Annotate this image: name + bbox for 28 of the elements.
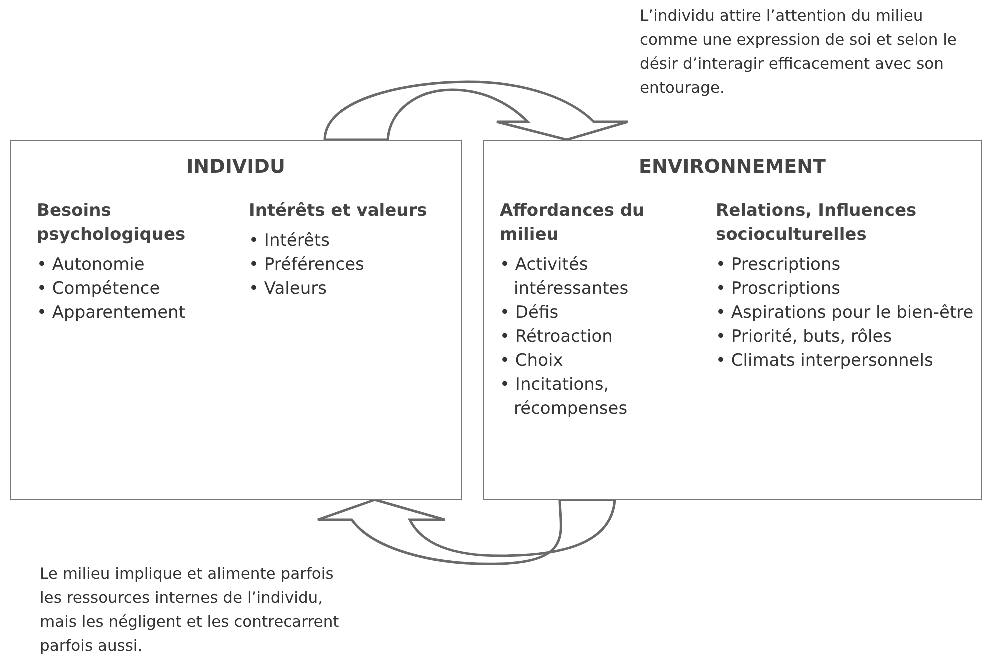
column-heading: Affordances du milieu [500, 200, 646, 247]
bullet-item: • Priorité, buts, rôles [716, 326, 894, 349]
bullet-item: • Apparentement [37, 302, 186, 325]
entity-box [10, 140, 462, 500]
column-heading: Besoins psychologiques [37, 200, 187, 247]
box-heading: ENVIRONNEMENT [638, 155, 827, 179]
bullet-item: • Activités intéressantes [500, 254, 630, 301]
note-text: Le milieu implique et alimente parfois les ressources internes de l’individu, mais les négligent et les contrecarrent parfois aussi. [40, 564, 340, 657]
bullet-item: • Prescriptions [716, 254, 842, 277]
column-heading: Relations, Influences socioculturelles [716, 200, 918, 247]
entity-box [483, 140, 982, 500]
curved-arrow [324, 80, 630, 142]
bullet-item: • Autonomie [37, 254, 146, 277]
bullet-item: • Proscriptions [716, 278, 842, 301]
column-heading: Intérêts et valeurs [249, 200, 428, 223]
bullet-item: • Valeurs [249, 278, 328, 301]
bullet-item: • Aspirations pour le bien-être [716, 302, 975, 325]
bullet-item: • Rétroaction [500, 326, 614, 349]
bullet-item: • Intérêts [249, 230, 331, 253]
note-text: L’individu attire l’attention du milieu comme une expression de soi et selon le désir d’interagir efficacement avec son entourage. [640, 6, 958, 99]
box-heading: INDIVIDU [186, 155, 286, 179]
bullet-item: • Préférences [249, 254, 366, 277]
bullet-item: • Défis [500, 302, 560, 325]
bullet-item: • Compétence [37, 278, 162, 301]
curved-arrow [316, 498, 616, 566]
bullet-item: • Incitations, récompenses [500, 374, 629, 421]
bullet-item: • Climats interpersonnels [716, 350, 934, 373]
bullet-item: • Choix [500, 350, 564, 373]
